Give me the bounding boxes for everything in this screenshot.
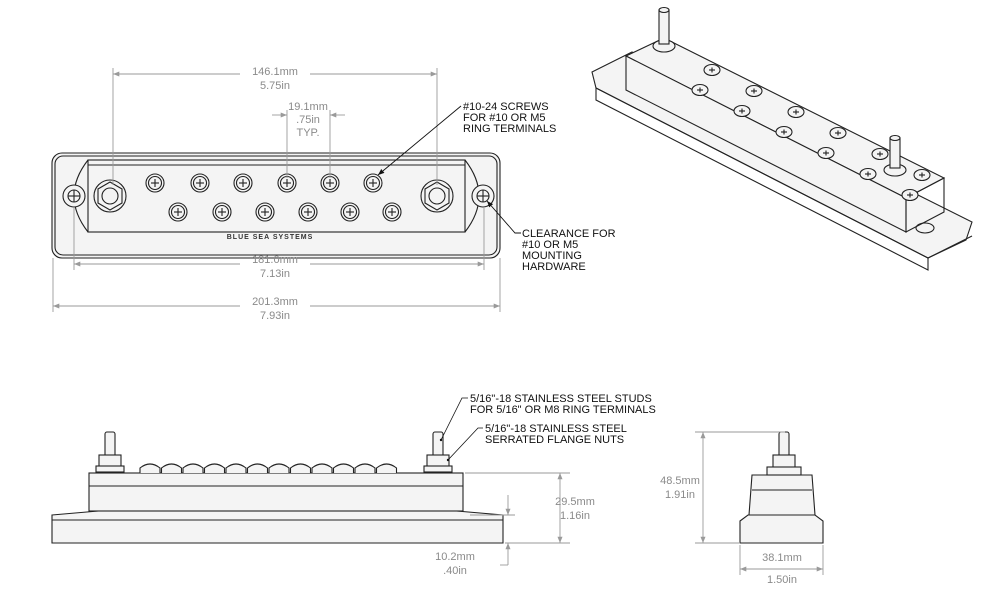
stud-spacing-mm: 146.1mm <box>252 66 298 78</box>
iso-stud-right <box>883 134 907 177</box>
screw-icon <box>190 173 210 193</box>
screw-icon <box>145 173 165 193</box>
dimension-body-height: 29.5mm 1.16in <box>465 472 595 544</box>
width-in: 1.50in <box>767 574 797 586</box>
dimension-base-height: 10.2mm .40in <box>435 495 515 577</box>
callout-line: HARDWARE <box>522 261 586 273</box>
mount-spacing-in: 7.13in <box>260 268 290 280</box>
side-screw-heads <box>139 463 398 473</box>
screw-icon <box>691 83 709 97</box>
callout-line: SERRATED FLANGE NUTS <box>485 434 624 446</box>
callout-line: CLEARANCE FOR <box>522 228 616 240</box>
screw-icon <box>340 202 360 222</box>
callout-line: FOR #10 OR M5 <box>463 112 546 124</box>
dimension-mount-spacing: 181.0mm 7.13in <box>73 208 485 280</box>
overall-height-mm: 48.5mm <box>660 475 700 487</box>
screw-icon <box>168 202 188 222</box>
screw-pitch-note: TYP. <box>296 127 319 139</box>
screw-icon <box>233 173 253 193</box>
end-view <box>739 431 824 544</box>
overall-length-in: 7.93in <box>260 310 290 322</box>
screw-icon <box>901 188 919 202</box>
screw-head <box>139 463 161 473</box>
screw-head <box>289 463 312 473</box>
base-height-mm: 10.2mm <box>435 551 475 563</box>
screw-icon <box>859 167 877 181</box>
side-stud-right <box>423 431 453 473</box>
screw-icon <box>255 202 275 222</box>
dimension-overall-height: 48.5mm 1.91in <box>660 431 785 544</box>
screw-icon <box>871 147 889 161</box>
screw-pitch-in: .75in <box>296 114 320 126</box>
screw-head <box>182 463 204 473</box>
screw-head <box>375 463 398 473</box>
callout-line: RING TERMINALS <box>463 123 556 135</box>
brand-label: BLUE SEA SYSTEMS <box>227 234 314 241</box>
screw-icon <box>745 84 763 98</box>
screw-icon <box>787 105 805 119</box>
isometric-view <box>591 6 973 271</box>
screw-head <box>268 463 290 473</box>
side-stud-left <box>95 431 125 473</box>
dimension-overall-length: 201.3mm 7.93in <box>52 258 501 322</box>
overall-height-in: 1.91in <box>665 489 695 501</box>
iso-screw-terminals <box>691 63 931 202</box>
callout-line: 5/16"-18 STAINLESS STEEL STUDS <box>470 393 652 405</box>
screw-icon <box>298 202 318 222</box>
screw-head <box>225 463 247 473</box>
callout-line: #10 OR M5 <box>522 239 578 251</box>
callout-nuts: 5/16"-18 STAINLESS STEEL SERRATED FLANGE… <box>446 423 627 462</box>
callout-line: #10-24 SCREWS <box>463 101 549 113</box>
screw-terminals <box>145 173 402 222</box>
stud-nut-left <box>93 179 127 213</box>
callout-studs: 5/16"-18 STAINLESS STEEL STUDS FOR 5/16"… <box>439 393 656 442</box>
screw-icon <box>817 146 835 160</box>
overall-length-mm: 201.3mm <box>252 296 298 308</box>
callout-line: 5/16"-18 STAINLESS STEEL <box>485 423 627 435</box>
callout-clearance: CLEARANCE FOR #10 OR M5 MOUNTING HARDWAR… <box>486 200 616 273</box>
screw-icon <box>829 126 847 140</box>
callout-line: FOR 5/16" OR M8 RING TERMINALS <box>470 404 656 416</box>
screw-head <box>246 463 269 473</box>
insulator-block <box>87 159 466 233</box>
side-base <box>51 509 504 544</box>
body-height-in: 1.16in <box>560 510 590 522</box>
screw-head <box>160 463 183 473</box>
mount-hole-right <box>471 184 495 208</box>
dimension-screw-pitch: 19.1mm .75in TYP. <box>272 101 345 178</box>
callout-screws: #10-24 SCREWS FOR #10 OR M5 RING TERMINA… <box>377 101 556 176</box>
mount-hole-left <box>62 184 86 208</box>
screw-icon <box>277 173 297 193</box>
iso-stud-left <box>652 6 676 53</box>
base-height-in: .40in <box>443 565 467 577</box>
screw-pitch-mm: 19.1mm <box>288 101 328 113</box>
top-view: BLUE SEA SYSTEMS <box>51 152 501 259</box>
stud-spacing-in: 5.75in <box>260 80 290 92</box>
dimension-width: 38.1mm 1.50in <box>739 545 824 586</box>
screw-icon <box>775 125 793 139</box>
body-height-mm: 29.5mm <box>555 496 595 508</box>
mount-spacing-mm: 181.0mm <box>252 254 298 266</box>
screw-head <box>311 463 333 473</box>
screw-icon <box>363 173 383 193</box>
screw-head <box>203 463 226 473</box>
screw-head <box>332 463 355 473</box>
side-body <box>88 472 464 512</box>
callout-line: MOUNTING <box>522 250 582 262</box>
screw-icon <box>913 168 931 182</box>
screw-icon <box>212 202 232 222</box>
side-view <box>51 431 504 544</box>
screw-icon <box>733 104 751 118</box>
screw-icon <box>703 63 721 77</box>
screw-head <box>354 463 376 473</box>
screw-icon <box>382 202 402 222</box>
width-mm: 38.1mm <box>762 552 802 564</box>
